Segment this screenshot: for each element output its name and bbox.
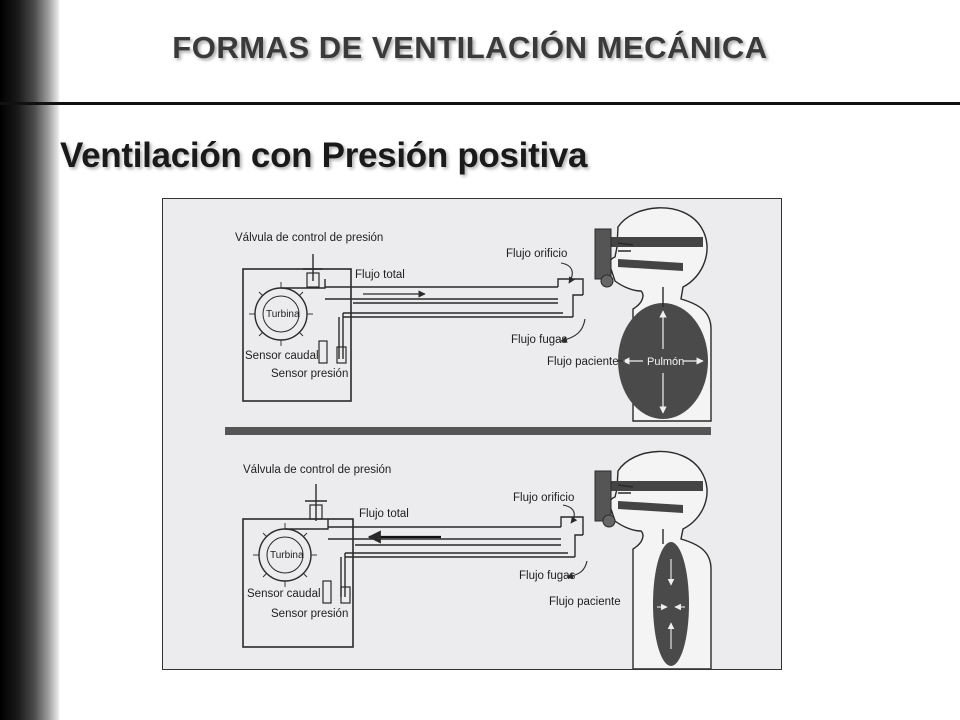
total-flow-label-bottom: Flujo total xyxy=(359,508,409,520)
ventilation-diagram-svg: Turbina Válvula de control de presión xyxy=(225,207,712,669)
title-divider xyxy=(0,102,960,105)
orifice-flow-label-top: Flujo orificio xyxy=(506,248,567,260)
slide-title: FORMAS DE VENTILACIÓN MECÁNICA xyxy=(172,30,768,65)
ventilation-diagram: Turbina Válvula de control de presión xyxy=(162,198,782,670)
patient-flow-label-top: Flujo paciente xyxy=(547,356,619,368)
flow-sensor-label-top: Sensor caudal xyxy=(245,350,319,362)
pressure-valve-top xyxy=(303,254,323,288)
turbine-label-bottom: Turbina xyxy=(270,550,304,561)
left-gradient-bar xyxy=(0,0,60,720)
orifice-flow-label-bottom: Flujo orificio xyxy=(513,492,574,504)
flow-sensor-bottom xyxy=(322,580,332,604)
flow-sensor-top xyxy=(318,340,328,364)
leak-flow-label-top: Flujo fugas xyxy=(511,334,568,346)
total-flow-label-top: Flujo total xyxy=(355,269,405,281)
leak-flow-label-bottom: Flujo fugas xyxy=(519,570,576,582)
turbine-bottom xyxy=(253,519,329,587)
panel-divider xyxy=(225,427,711,435)
patient-head-bottom xyxy=(594,450,712,669)
bottom-panel: Turbina Válvula de control de presión Fl… xyxy=(242,450,712,669)
valve-label-top: Válvula de control de presión xyxy=(235,232,383,244)
circuit-tubes-bottom xyxy=(328,516,584,597)
flow-sensor-label-bottom: Sensor caudal xyxy=(247,588,321,600)
pressure-sensor-bottom xyxy=(340,586,351,604)
top-panel: Turbina Válvula de control de presión xyxy=(235,207,712,422)
pressure-valve-bottom xyxy=(305,484,327,521)
lung-bottom xyxy=(653,542,689,666)
pressure-sensor-label-top: Sensor presión xyxy=(271,368,348,380)
lung-label-top: Pulmón xyxy=(647,356,684,368)
ventilator-box-top xyxy=(242,268,352,402)
pressure-sensor-top xyxy=(336,346,347,364)
lung-top xyxy=(618,303,708,419)
patient-flow-label-bottom: Flujo paciente xyxy=(549,596,621,608)
circuit-tubes-top xyxy=(325,278,584,359)
slide-subtitle: Ventilación con Presión positiva xyxy=(60,136,588,175)
pressure-sensor-label-bottom: Sensor presión xyxy=(271,608,348,620)
ventilator-box-bottom xyxy=(242,518,354,648)
turbine-top xyxy=(249,279,326,346)
valve-label-bottom: Válvula de control de presión xyxy=(243,464,391,476)
turbine-label-top: Turbina xyxy=(266,309,300,320)
